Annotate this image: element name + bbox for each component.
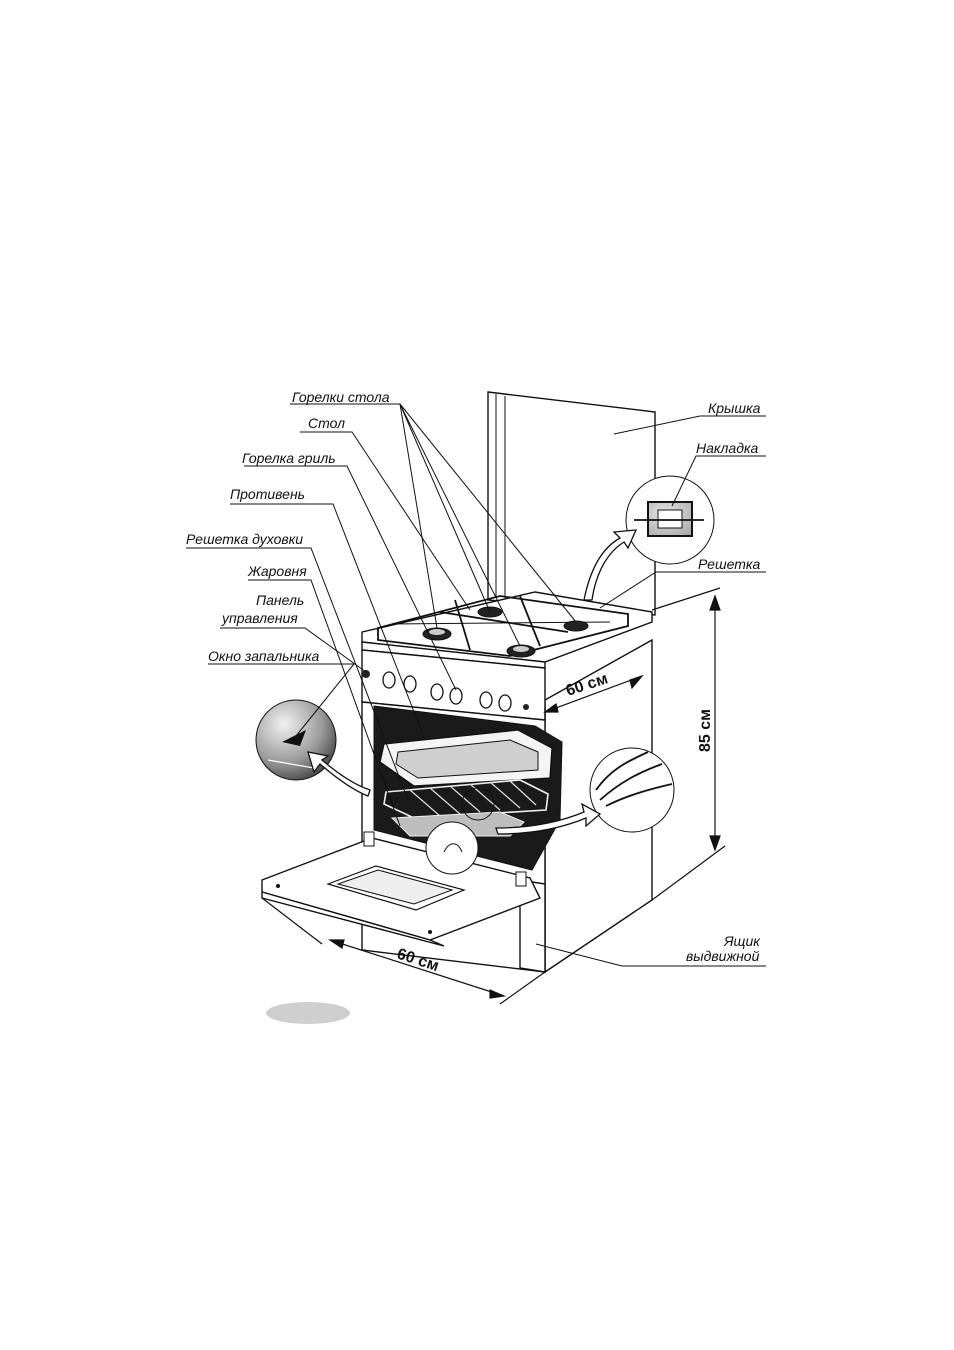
label-control-panel-1: Панель xyxy=(256,592,304,608)
burner xyxy=(513,646,529,652)
ignition-window xyxy=(362,670,370,678)
label-ignition-window: Окно запальника xyxy=(208,648,320,664)
label-drawer-1: Ящик xyxy=(723,933,761,949)
label-control-panel-2: управления xyxy=(221,610,298,626)
zoom-door-hinge xyxy=(426,822,478,874)
zoom-cover-plate xyxy=(626,476,714,564)
burner xyxy=(564,621,588,631)
label-grill-burner: Горелка гриль xyxy=(242,450,336,466)
label-roasting-pan: Жаровня xyxy=(247,563,307,579)
label-lid: Крышка xyxy=(708,400,761,416)
label-oven-rack: Решетка духовки xyxy=(186,531,303,547)
label-cover-plate: Накладка xyxy=(696,440,759,456)
label-drawer-2: выдвижной xyxy=(686,948,760,964)
label-grate: Решетка xyxy=(698,556,760,572)
zoom-oven-rack xyxy=(590,748,674,832)
burner xyxy=(429,629,445,635)
dim-height: 85 см xyxy=(697,709,714,752)
floor-shadow xyxy=(266,1002,350,1024)
label-baking-tray: Противень xyxy=(230,486,305,502)
label-table: Стол xyxy=(308,415,345,431)
label-burners: Горелки стола xyxy=(292,389,390,405)
